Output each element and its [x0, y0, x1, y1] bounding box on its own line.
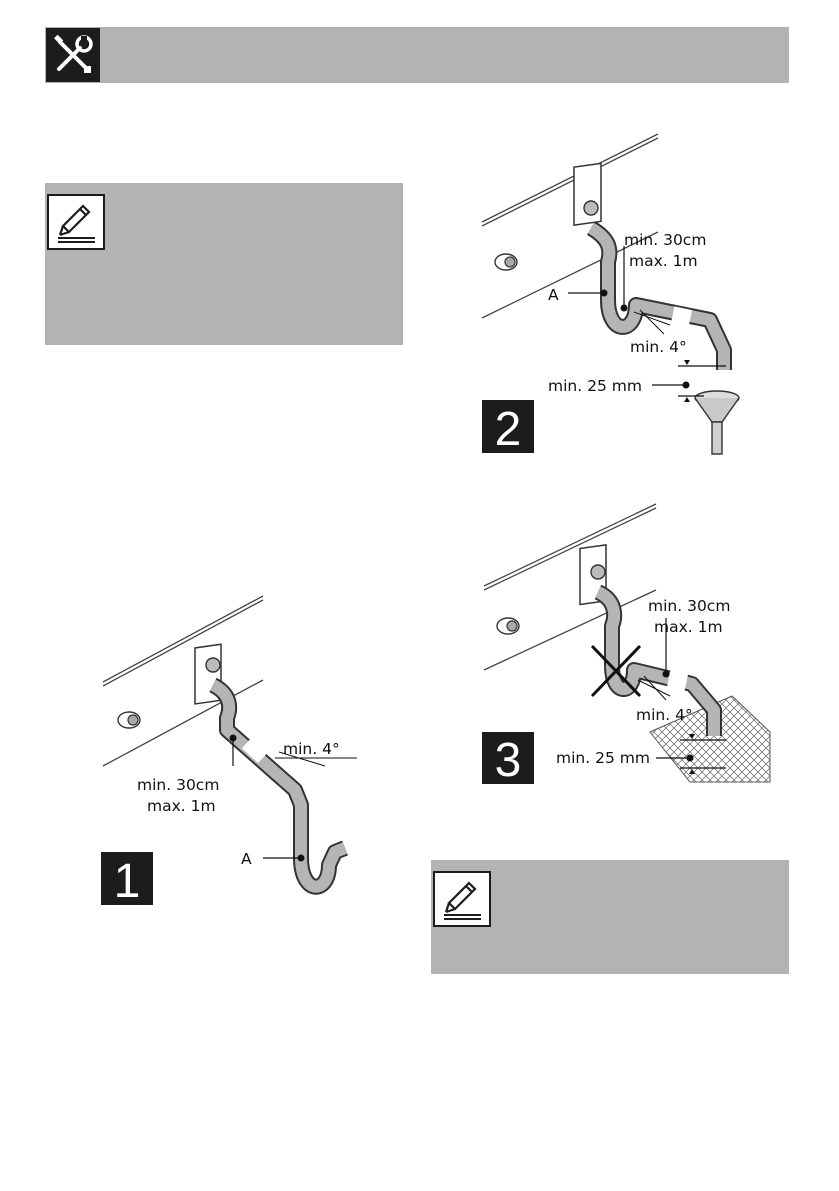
header-bar: [45, 27, 789, 83]
label-angle: min. 4°: [636, 706, 693, 724]
label-hose-a: A: [241, 850, 252, 868]
label-length-max: max. 1m: [654, 618, 723, 636]
figure-number: 3: [495, 734, 522, 787]
label-angle: min. 4°: [283, 740, 340, 758]
label-length-min: min. 30cm: [624, 231, 706, 249]
label-length-min: min. 30cm: [648, 597, 730, 615]
label-length-min: min. 30cm: [137, 776, 219, 794]
label-gap: min. 25 mm: [556, 749, 650, 767]
tools-icon: [46, 28, 100, 82]
figure-3-incorrect-installation: min. 30cm max. 1m min. 4° min. 25 mm: [483, 503, 771, 783]
figure-number-box: 1: [101, 852, 153, 908]
pencil-note-icon: [47, 194, 105, 250]
label-angle: min. 4°: [630, 338, 687, 356]
figure-2-drain-hose-funnel: min. 30cm max. 1m A min. 4° min. 25 mm: [481, 133, 740, 455]
pencil-note-icon: [433, 871, 491, 927]
label-length-max: max. 1m: [147, 797, 216, 815]
label-gap: min. 25 mm: [548, 377, 642, 395]
figure-number-box: 2: [482, 400, 534, 456]
label-length-max: max. 1m: [629, 252, 698, 270]
figure-number-box: 3: [482, 732, 534, 787]
figure-number: 1: [114, 855, 141, 908]
figure-1-drain-hose-trap: min. 4° min. 30cm max. 1m A: [102, 595, 357, 895]
label-hose-a: A: [548, 286, 559, 304]
figure-number: 2: [495, 403, 522, 456]
